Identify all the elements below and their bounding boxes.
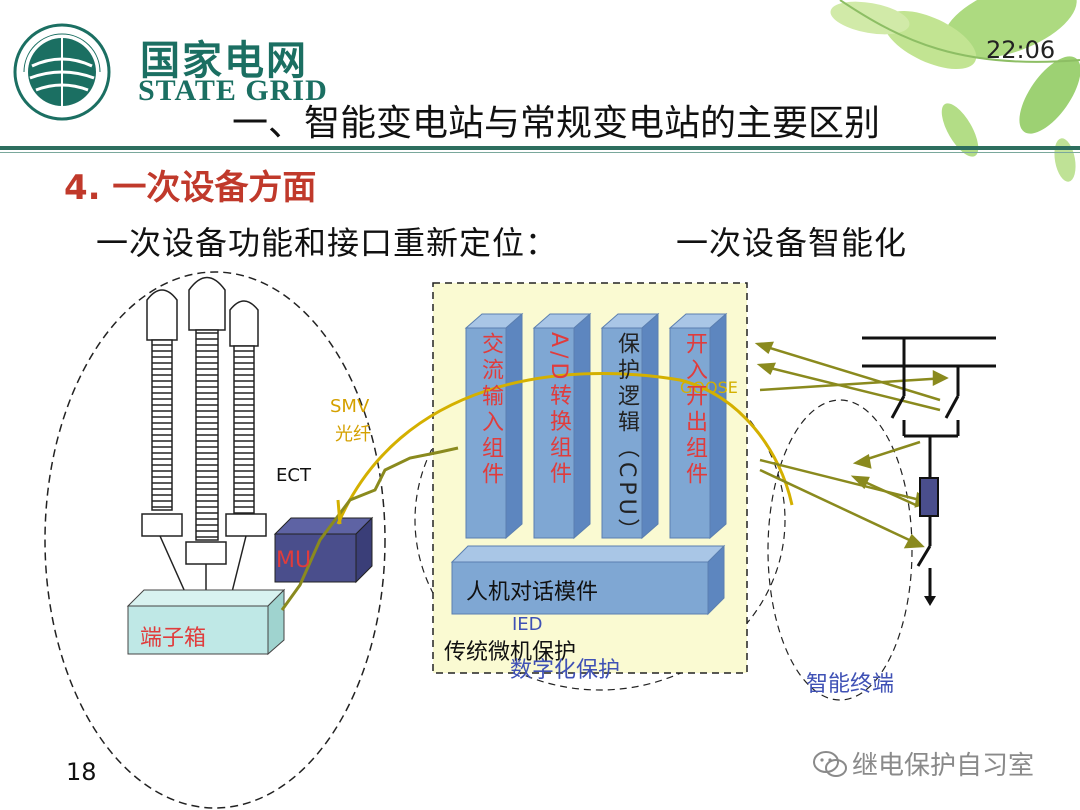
state-grid-logo <box>13 23 111 121</box>
ied-label: IED <box>512 614 543 635</box>
header-rule <box>0 146 1080 150</box>
smv-fiber-arc <box>336 372 794 525</box>
slide-title: 一、智能变电站与常规变电站的主要区别 <box>232 103 881 144</box>
smart-terminal-ellipse <box>767 399 913 701</box>
digital-protection-label: 数字化保护 <box>510 658 621 683</box>
traditional-protection-label: 传统微机保护 <box>444 640 577 665</box>
subtitle-left: 一次设备功能和接口重新定位： <box>96 224 559 262</box>
output-arrow <box>924 596 936 606</box>
module-ac-input: 交流输入组件 <box>478 332 503 488</box>
ied-ellipse <box>414 349 786 691</box>
module-ad-converter: A/D转换组件 <box>546 332 571 488</box>
clock: 22:06 <box>986 36 1056 64</box>
module-io: 开入开出组件 <box>682 332 707 488</box>
module-cpu: 保护逻辑（CPU） <box>614 332 639 545</box>
page-number: 18 <box>66 758 97 786</box>
goose-label: GOOSE <box>680 378 738 397</box>
mu-label: MU <box>276 548 312 573</box>
ect-columns <box>141 276 267 565</box>
hmi-label: 人机对话模件 <box>466 580 599 605</box>
smart-terminal-label: 智能终端 <box>806 672 895 697</box>
wechat-icon <box>813 751 847 777</box>
mu-box-shape <box>273 516 374 584</box>
fiber-label: 光纤 <box>335 424 371 445</box>
section-heading: 4. 一次设备方面 <box>64 168 317 208</box>
header-rule-thin <box>0 152 1080 153</box>
module-blocks <box>464 312 728 540</box>
smv-label: SMV <box>330 396 370 417</box>
wechat-account: 继电保护自习室 <box>852 751 1035 781</box>
terminal-box-shape <box>126 588 286 656</box>
hmi-bar-shape <box>450 544 726 616</box>
ect-leads <box>159 535 247 593</box>
primary-equipment-ellipse <box>44 271 386 809</box>
ect-label: ECT <box>276 465 311 486</box>
switchgear-diagram <box>862 336 996 598</box>
goose-arrows <box>754 341 949 549</box>
terminal-cable <box>280 446 459 611</box>
terminal-box-label: 端子箱 <box>140 626 207 651</box>
brand-name-en: STATE GRID <box>138 74 328 107</box>
mu-link <box>336 499 342 525</box>
subtitle-right: 一次设备智能化 <box>676 224 908 262</box>
brand-name-cn: 国家电网 <box>140 38 308 84</box>
